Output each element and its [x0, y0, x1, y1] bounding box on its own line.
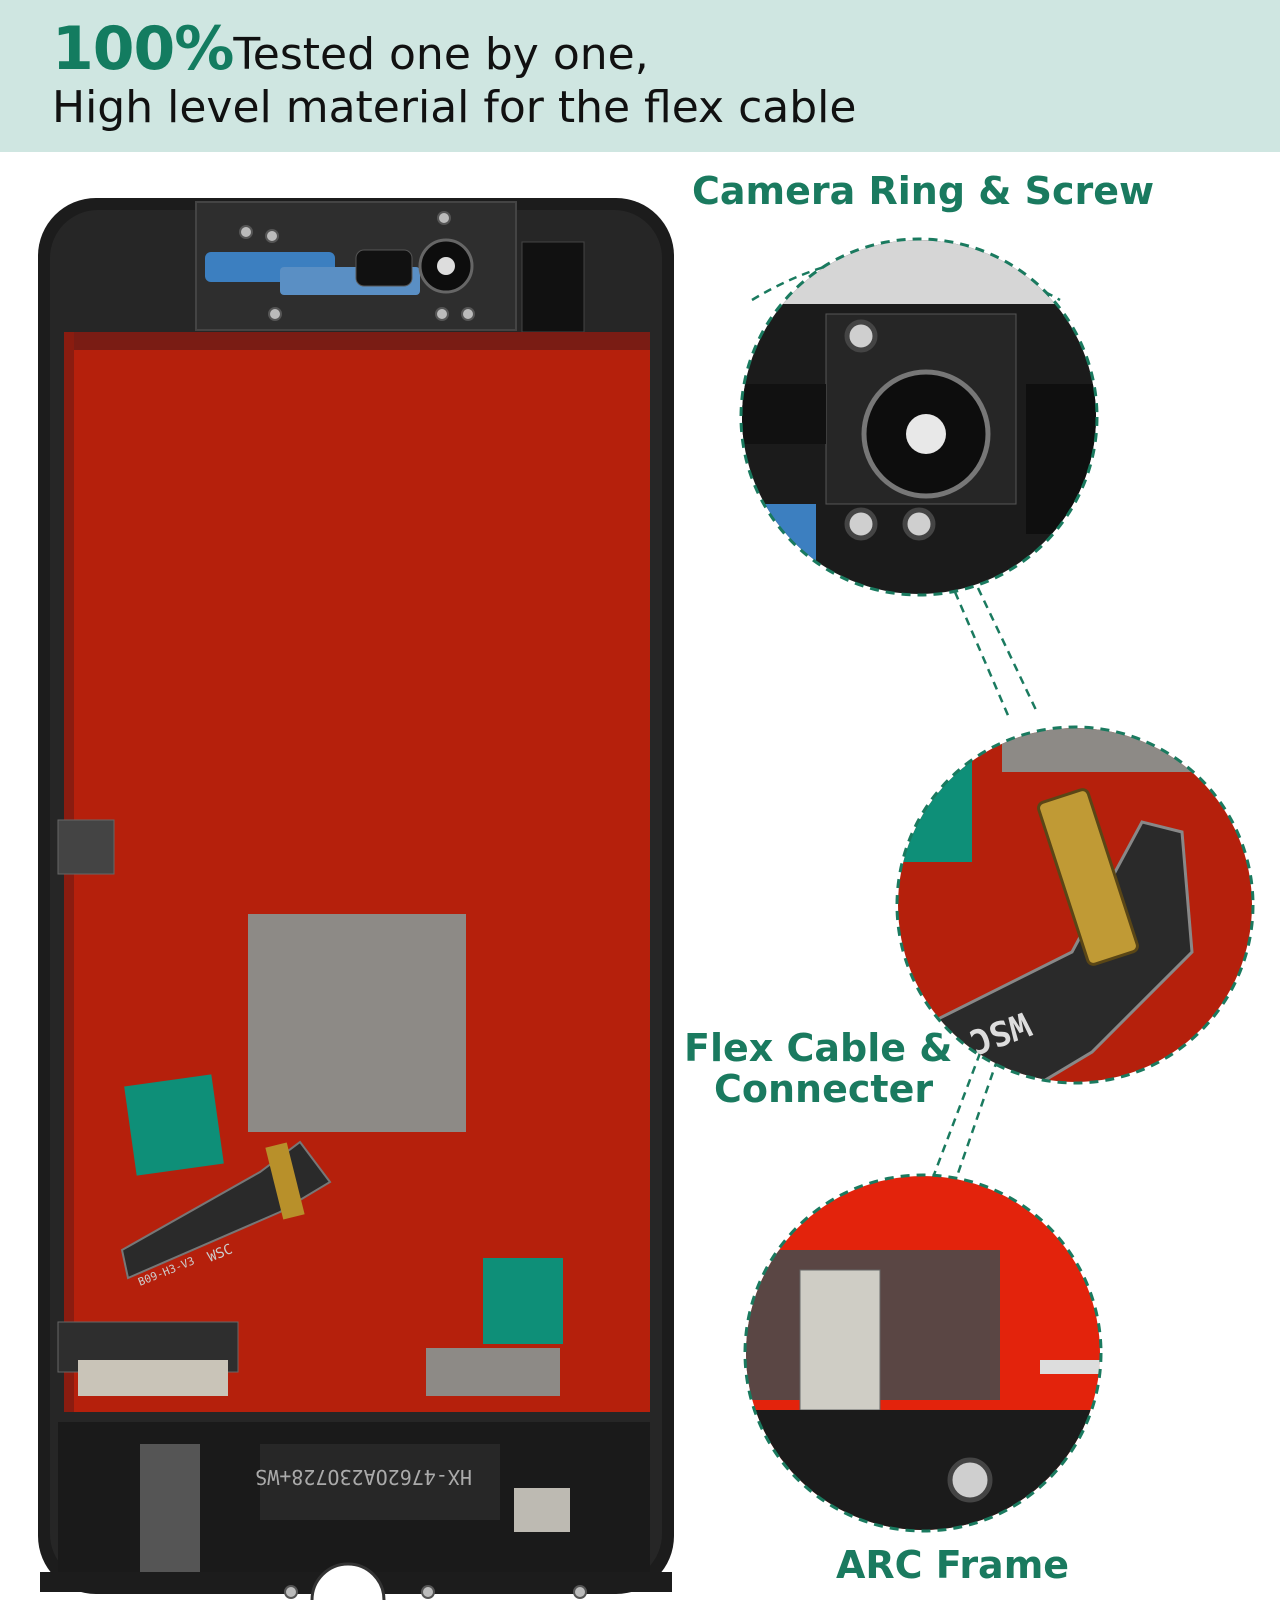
header-banner: 100%Tested one by one, High level materi…: [0, 0, 1280, 152]
screw: [947, 1457, 993, 1503]
screw: [844, 319, 878, 353]
callout-arc-frame: ARC Frame: [836, 1543, 1070, 1587]
headline-line-1: 100%Tested one by one,: [52, 14, 649, 84]
home-button-hole: [310, 1562, 386, 1600]
teal-tab: [483, 1258, 563, 1344]
serial-label: HX-4762OA23O728+WS: [255, 1465, 472, 1489]
zoom-flex-cable: WSC: [895, 725, 1255, 1085]
screw: [239, 225, 253, 239]
zoom-flex-connector: [1037, 788, 1139, 966]
screw: [284, 1585, 298, 1599]
headline-line-1-text: Tested one by one,: [233, 29, 649, 80]
callout-flex-line-2: Connecter: [714, 1067, 934, 1111]
screw: [268, 307, 282, 321]
screw: [421, 1585, 435, 1599]
screw: [461, 307, 475, 321]
zoom-arc-frame: [743, 1173, 1103, 1533]
heat-sticker: [248, 914, 466, 1132]
teal-tab: [124, 1074, 224, 1176]
zoom-camera-ring: [739, 237, 1099, 597]
headline-highlight: 100%: [52, 14, 234, 84]
screw: [902, 507, 936, 541]
screw: [435, 307, 449, 321]
headline-line-2: High level material for the flex cable: [52, 82, 857, 133]
screw: [437, 211, 451, 225]
screw: [844, 507, 878, 541]
callout-flex-line-1: Flex Cable &: [684, 1026, 953, 1070]
flex-connector: [265, 1142, 305, 1220]
screw: [573, 1585, 587, 1599]
screw: [265, 229, 279, 243]
phone-screen-assembly: WSC B09-H3-V3 HX-4762OA23O728+WS: [38, 198, 674, 1600]
callout-camera-ring: Camera Ring & Screw: [692, 169, 1155, 213]
